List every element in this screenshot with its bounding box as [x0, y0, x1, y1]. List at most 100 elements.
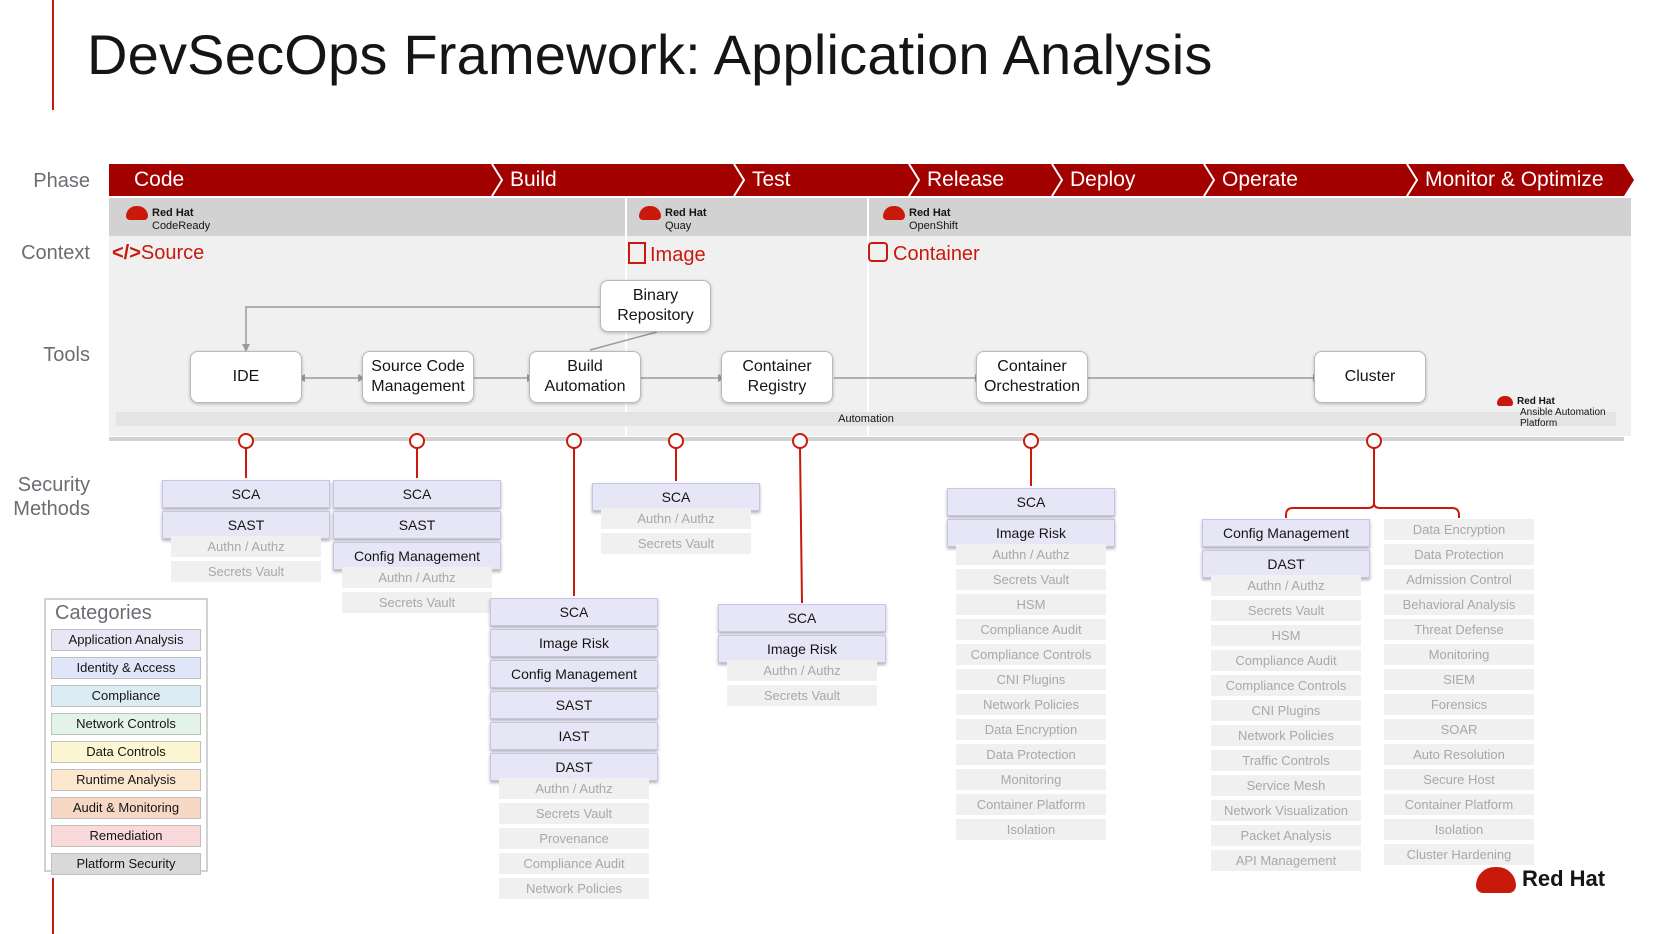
method-other: SOAR [1384, 719, 1534, 740]
method-other: Packet Analysis [1211, 825, 1361, 846]
method-other: Network Visualization [1211, 800, 1361, 821]
method-highlighted: SAST [162, 511, 330, 539]
context-image: Image [628, 242, 706, 267]
method-other: Service Mesh [1211, 775, 1361, 796]
phase-deploy: Deploy [1070, 168, 1136, 191]
method-highlighted: SCA [947, 488, 1115, 516]
phase-build: Build [510, 168, 557, 191]
method-other: Data Protection [1384, 544, 1534, 565]
category-item: Network Controls [51, 713, 201, 735]
method-other: Data Encryption [1384, 519, 1534, 540]
phase-operate: Operate [1222, 168, 1298, 191]
method-highlighted: SCA [333, 480, 501, 508]
method-other: HSM [1211, 625, 1361, 646]
context-band-codeready [109, 198, 625, 236]
method-other: Authn / Authz [956, 544, 1106, 565]
method-other: Container Platform [956, 794, 1106, 815]
context-band-quay [627, 198, 867, 236]
method-other: Network Policies [499, 878, 649, 899]
method-highlighted: IAST [490, 722, 658, 750]
method-other: Secrets Vault [601, 533, 751, 554]
category-item: Application Analysis [51, 629, 201, 651]
method-other: Secure Host [1384, 769, 1534, 790]
category-item: Data Controls [51, 741, 201, 763]
method-highlighted: SCA [718, 604, 886, 632]
method-other: Secrets Vault [171, 561, 321, 582]
method-other: Authn / Authz [601, 508, 751, 529]
row-label-methods: Methods [13, 498, 90, 520]
document-icon [628, 242, 646, 264]
method-highlighted: SCA [162, 480, 330, 508]
method-highlighted: Image Risk [718, 635, 886, 663]
category-item: Audit & Monitoring [51, 797, 201, 819]
method-other: Behavioral Analysis [1384, 594, 1534, 615]
method-other: Provenance [499, 828, 649, 849]
tool-cluster[interactable]: Cluster [1314, 351, 1426, 403]
method-other: Monitoring [1384, 644, 1534, 665]
method-other: SIEM [1384, 669, 1534, 690]
phase-code: Code [134, 168, 185, 191]
method-other: Container Platform [1384, 794, 1534, 815]
method-highlighted: DAST [490, 753, 658, 781]
row-label-phase: Phase [33, 170, 90, 192]
method-highlighted: DAST [1202, 550, 1370, 578]
methods-axis [109, 437, 1624, 441]
tool-ide[interactable]: IDE [190, 351, 302, 403]
category-item: Remediation [51, 825, 201, 847]
category-item: Identity & Access [51, 657, 201, 679]
context-source: </>Source [112, 242, 205, 264]
context-container: Container [868, 242, 980, 266]
code-icon: </> [112, 242, 141, 264]
row-label-security: Security [17, 474, 90, 496]
method-other: CNI Plugins [956, 669, 1106, 690]
context-band-openshift [869, 198, 1631, 236]
method-other: Network Policies [1211, 725, 1361, 746]
method-other: Secrets Vault [727, 685, 877, 706]
method-other: Threat Defense [1384, 619, 1534, 640]
method-other: Authn / Authz [342, 567, 492, 588]
category-item: Platform Security [51, 853, 201, 875]
page-title: DevSecOps Framework: Application Analysi… [87, 23, 1213, 86]
method-other: Auto Resolution [1384, 744, 1534, 765]
redhat-logo: Red Hat [1476, 866, 1605, 894]
method-other: Secrets Vault [1211, 600, 1361, 621]
phase-test: Test [752, 168, 791, 191]
method-other: Admission Control [1384, 569, 1534, 590]
method-other: Monitoring [956, 769, 1106, 790]
container-icon [868, 242, 888, 262]
method-other: Secrets Vault [956, 569, 1106, 590]
phase-separators [491, 164, 1419, 196]
automation-bar: Automation [116, 412, 1616, 426]
method-other: Network Policies [956, 694, 1106, 715]
method-other: Data Protection [956, 744, 1106, 765]
method-other: CNI Plugins [1211, 700, 1361, 721]
method-other: API Management [1211, 850, 1361, 871]
method-other: Data Encryption [956, 719, 1106, 740]
phase-bar [109, 164, 1624, 196]
method-other: Compliance Audit [956, 619, 1106, 640]
categories-title: Categories [55, 602, 152, 624]
method-other: Secrets Vault [342, 592, 492, 613]
method-other: Authn / Authz [499, 778, 649, 799]
accent-line-bottom [52, 878, 54, 934]
method-other: Authn / Authz [1211, 575, 1361, 596]
category-item: Compliance [51, 685, 201, 707]
method-other: Authn / Authz [727, 660, 877, 681]
